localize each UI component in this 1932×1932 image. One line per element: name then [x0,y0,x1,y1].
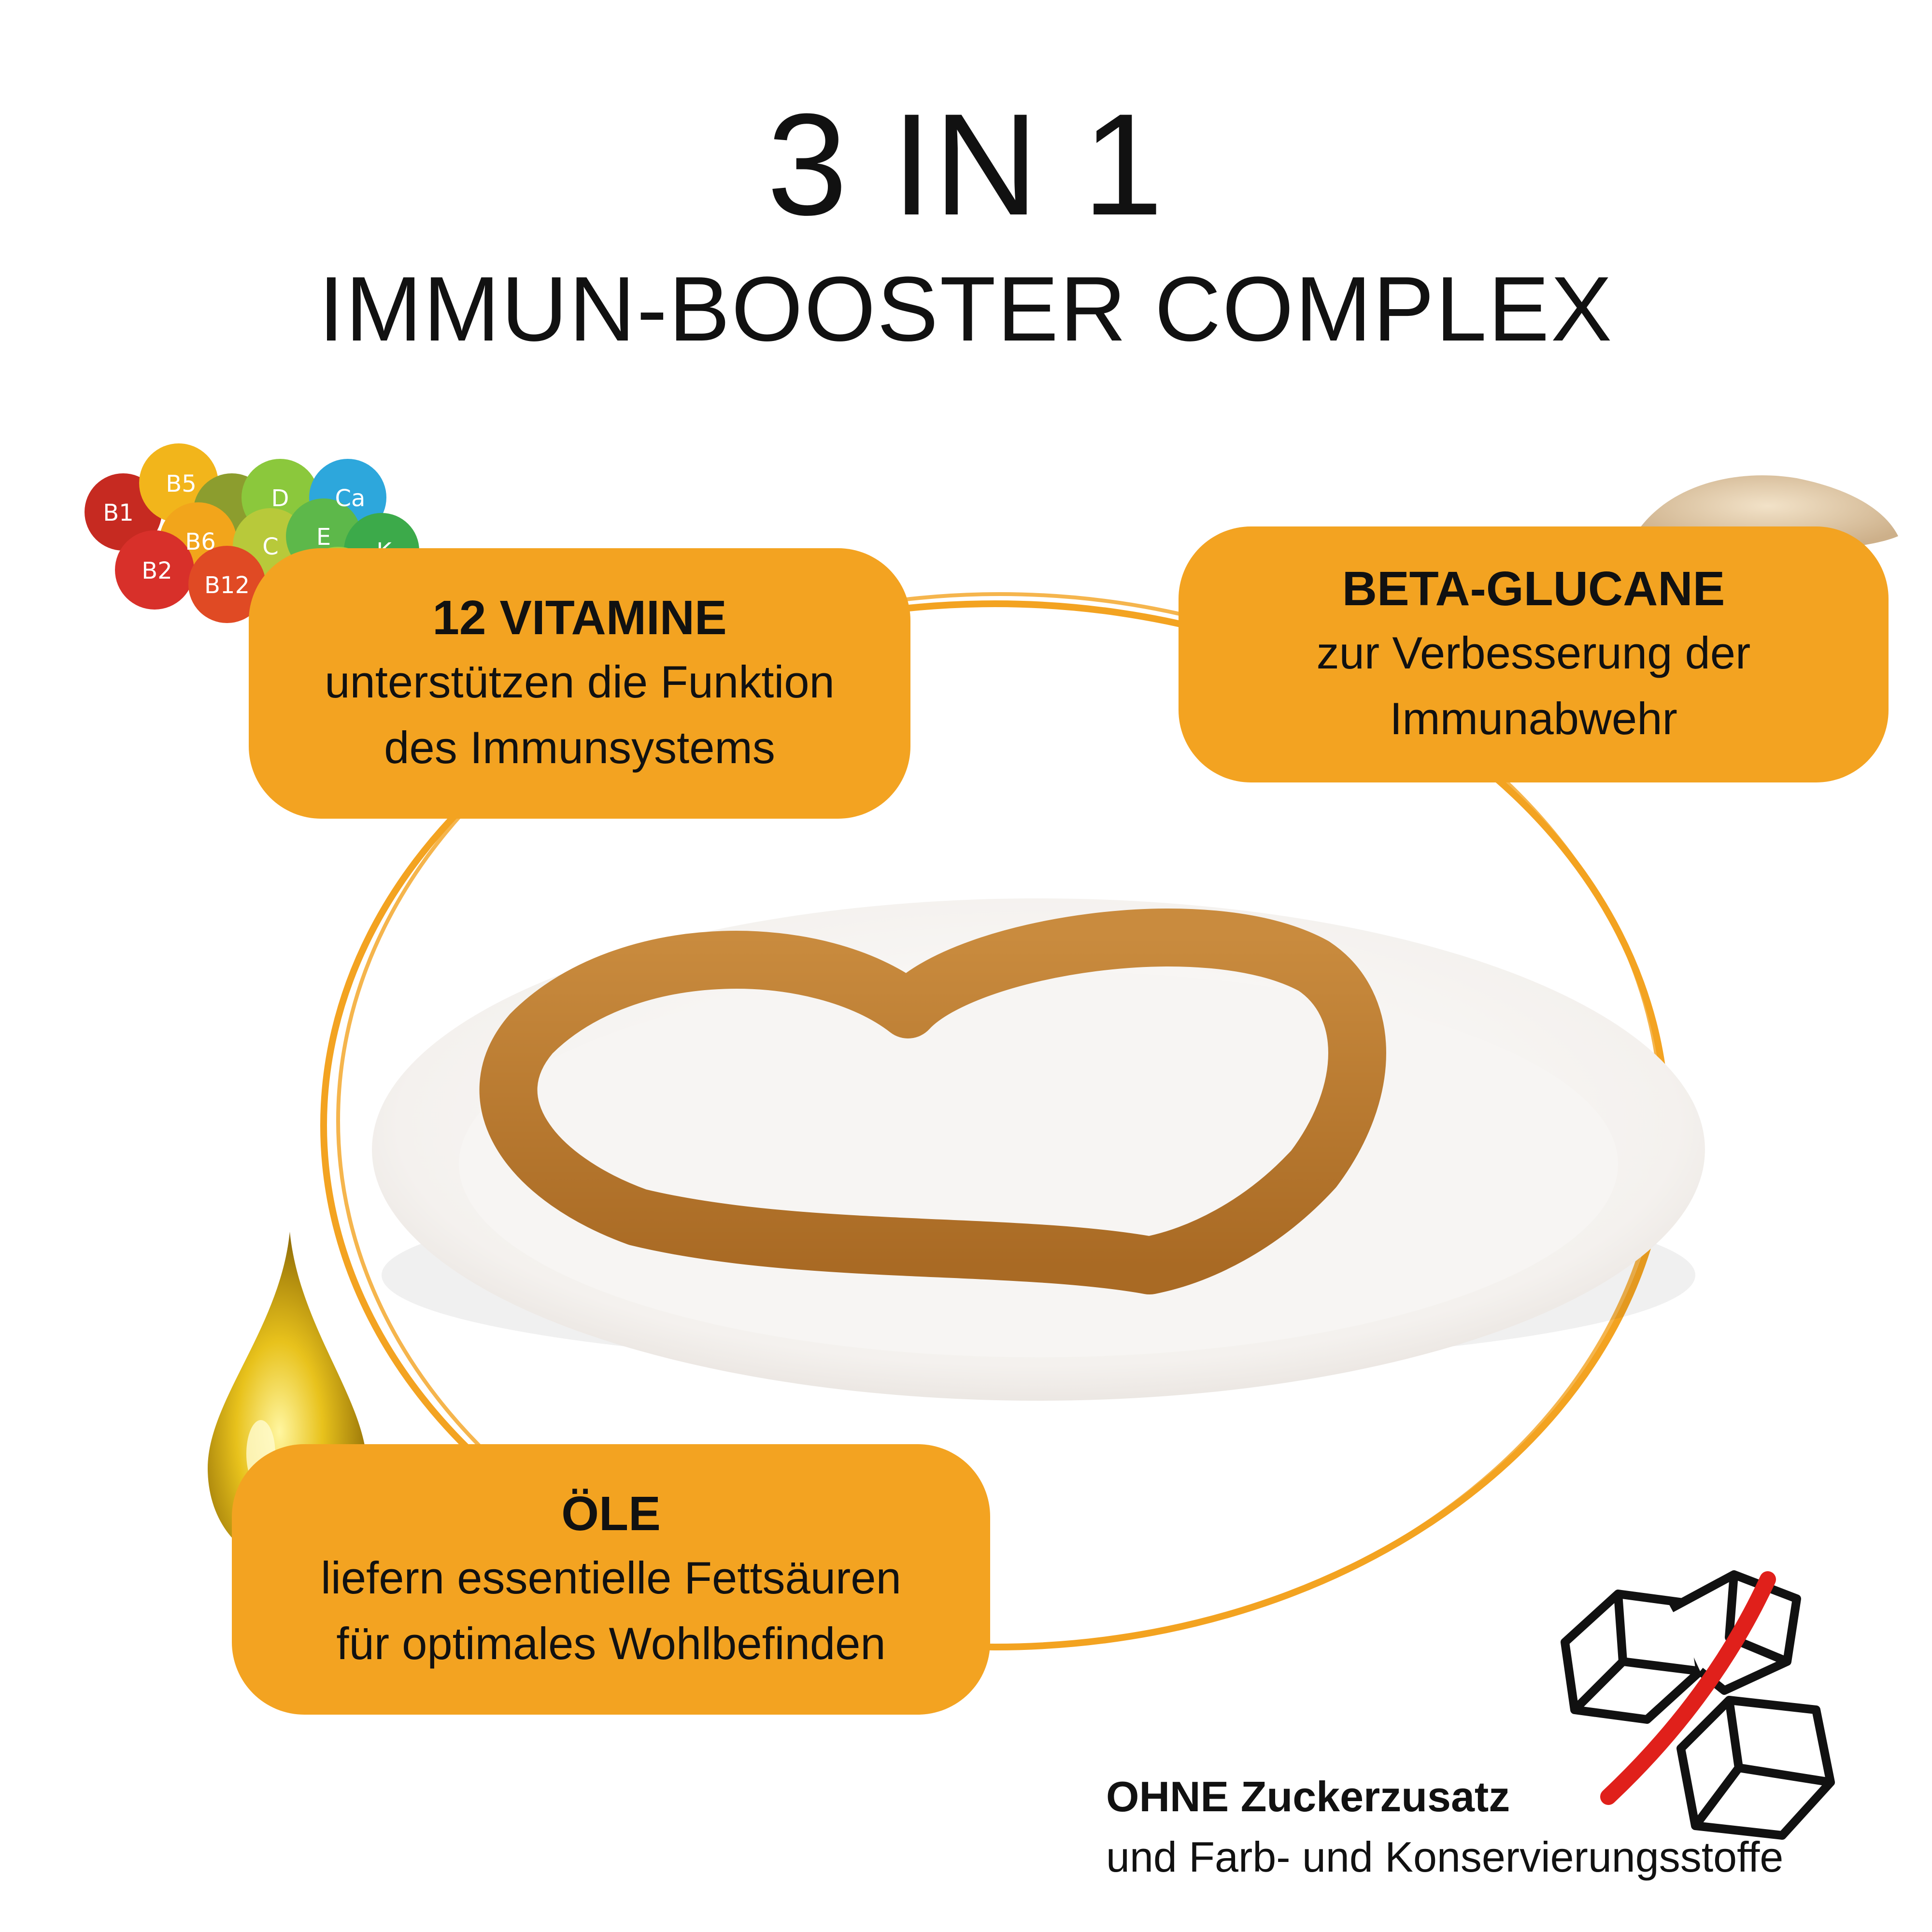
feature-card-vitamine: 12 VITAMINE unterstützen die Funktion de… [249,548,910,819]
page-subtitle: IMMUN-BOOSTER COMPLEX [318,258,1614,360]
feature-heading: BETA-GLUCANE [1342,562,1725,616]
feature-card-oele: ÖLE liefern essentielle Fettsäuren für o… [232,1444,990,1715]
no-additives-label: und Farb- und Konservierungsstoffe [1106,1833,1784,1881]
svg-text:B12: B12 [204,572,250,599]
feature-card-beta-glucane: BETA-GLUCANE zur Verbesserung der Immuna… [1179,526,1889,782]
feature-text-line: Immunabwehr [1390,693,1677,744]
svg-text:B6: B6 [185,528,215,555]
feature-text-line: liefern essentielle Fettsäuren [321,1552,901,1603]
svg-text:D: D [271,485,289,512]
feature-heading: 12 VITAMINE [432,591,727,645]
svg-text:B1: B1 [103,499,133,526]
no-sugar-label: OHNE Zuckerzusatz [1106,1773,1510,1820]
feature-text-line: zur Verbesserung der [1316,627,1751,678]
svg-text:Ca: Ca [335,485,366,512]
svg-text:C: C [262,533,279,560]
heart-paste [479,909,1386,1294]
svg-text:B2: B2 [142,557,172,584]
page-title: 3 IN 1 [767,83,1165,245]
feature-heading: ÖLE [561,1487,661,1541]
svg-text:B5: B5 [166,470,196,497]
feature-text-line: des Immunsystems [384,722,775,773]
svg-text:E: E [316,524,331,551]
sugar-cubes-crossed-icon [1561,1570,1835,1840]
feature-text-line: unterstützen die Funktion [325,656,835,707]
feature-text-line: für optimales Wohlbefinden [336,1618,886,1669]
